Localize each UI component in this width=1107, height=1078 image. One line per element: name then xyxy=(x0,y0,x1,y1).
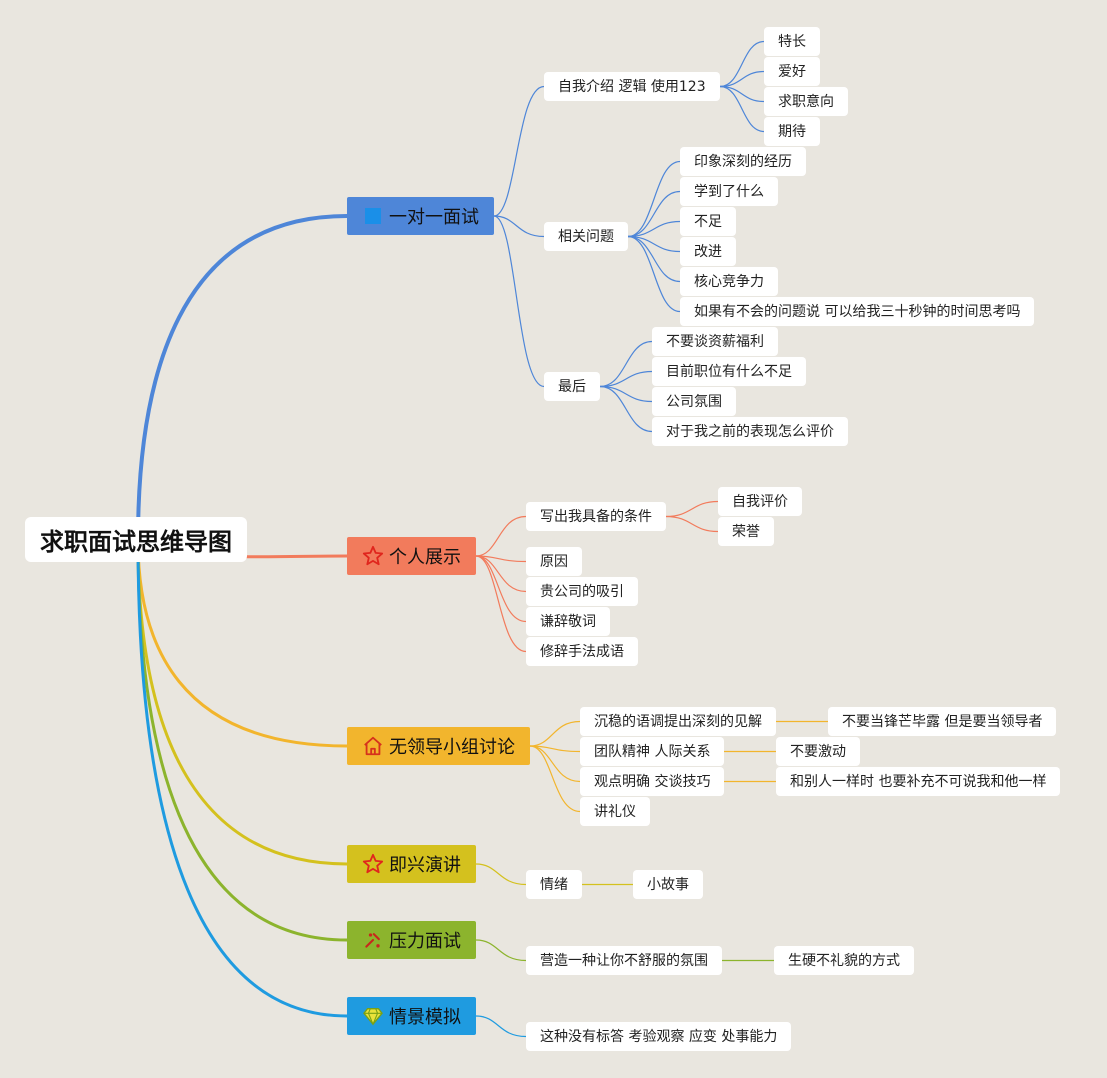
subtopic-connector xyxy=(719,85,765,133)
subtopic-connector xyxy=(599,370,653,388)
branch-impromptu-speech[interactable]: 即兴演讲 xyxy=(347,845,476,883)
branch-leaderless-group-discussion[interactable]: 无领导小组讨论 xyxy=(347,727,530,765)
branch-connector xyxy=(136,538,349,1018)
mindmap-root-title[interactable]: 求职面试思维导图 xyxy=(25,517,247,562)
branch-scenario-simulation[interactable]: 情景模拟 xyxy=(347,997,476,1035)
topic-uncomfortable-atmosphere[interactable]: 营造一种让你不舒服的氛围 xyxy=(526,945,722,975)
branch-connector xyxy=(136,214,349,542)
topic-connector xyxy=(529,720,581,747)
subtopic-connector xyxy=(719,40,765,88)
home-icon xyxy=(362,735,384,757)
subtopic-connector xyxy=(665,500,719,518)
topic-connector xyxy=(475,555,527,593)
topic-company-attraction[interactable]: 贵公司的吸引 xyxy=(526,576,638,606)
subtopic-company-atmosphere[interactable]: 公司氛围 xyxy=(652,386,736,416)
subtopic-dont-get-excited[interactable]: 不要激动 xyxy=(776,736,860,766)
topic-connector xyxy=(529,745,581,783)
subtopic-connector xyxy=(627,235,681,253)
subtopic-connector xyxy=(627,220,681,238)
subtopic-self-evaluation[interactable]: 自我评价 xyxy=(718,486,802,516)
branch-one-on-one-interview[interactable]: 一对一面试 xyxy=(347,197,494,235)
topic-polite-expressions[interactable]: 谦辞敬词 xyxy=(526,606,610,636)
subtopic-improvement[interactable]: 改进 xyxy=(680,236,736,266)
topic-etiquette[interactable]: 讲礼仪 xyxy=(580,796,650,826)
topic-connector xyxy=(475,863,527,886)
subtopic-hobbies[interactable]: 爱好 xyxy=(764,56,820,86)
subtopic-connector xyxy=(627,235,681,283)
topic-finally[interactable]: 最后 xyxy=(544,371,600,401)
topic-connector xyxy=(493,85,545,217)
subtopic-lessons-learned[interactable]: 学到了什么 xyxy=(680,176,778,206)
subtopic-rude-manner[interactable]: 生硬不礼貌的方式 xyxy=(774,945,914,975)
star-icon xyxy=(362,545,384,567)
branch-connector xyxy=(136,538,349,866)
subtopic-add-your-own-view[interactable]: 和别人一样时 也要补充不可说我和他一样 xyxy=(776,766,1061,796)
branch-label: 个人展示 xyxy=(389,547,461,568)
topic-emotion[interactable]: 情绪 xyxy=(526,869,582,899)
topic-self-introduction[interactable]: 自我介绍 逻辑 使用123 xyxy=(544,71,720,101)
subtopic-position-shortcomings[interactable]: 目前职位有什么不足 xyxy=(652,356,806,386)
subtopic-expectation[interactable]: 期待 xyxy=(764,116,820,146)
topic-connector xyxy=(475,515,527,557)
branch-label: 压力面试 xyxy=(389,931,461,952)
topic-connector xyxy=(529,745,581,813)
subtopic-no-salary-talk[interactable]: 不要谈资薪福利 xyxy=(652,326,778,356)
branch-label: 一对一面试 xyxy=(389,207,479,228)
subtopic-performance-evaluation[interactable]: 对于我之前的表现怎么评价 xyxy=(652,416,848,446)
topic-connector xyxy=(493,215,545,388)
branch-label: 无领导小组讨论 xyxy=(389,737,515,758)
subtopic-honors[interactable]: 荣誉 xyxy=(718,516,774,546)
topic-my-qualifications[interactable]: 写出我具备的条件 xyxy=(526,501,666,531)
tools-icon xyxy=(362,929,384,951)
subtopic-be-a-leader[interactable]: 不要当锋芒毕露 但是要当领导者 xyxy=(828,706,1057,736)
subtopic-connector xyxy=(665,515,719,533)
subtopic-connector xyxy=(599,385,653,433)
topic-connector xyxy=(475,555,527,653)
topic-team-spirit[interactable]: 团队精神 人际关系 xyxy=(580,736,725,766)
topic-calm-tone-insights[interactable]: 沉稳的语调提出深刻的见解 xyxy=(580,706,776,736)
topic-related-questions[interactable]: 相关问题 xyxy=(544,221,628,251)
subtopic-specialty[interactable]: 特长 xyxy=(764,26,820,56)
topic-rhetoric-idioms[interactable]: 修辞手法成语 xyxy=(526,636,638,666)
topic-connector xyxy=(475,939,527,962)
subtopic-ask-for-thinking-time[interactable]: 如果有不会的问题说 可以给我三十秒钟的时间思考吗 xyxy=(680,296,1035,326)
topic-clear-views[interactable]: 观点明确 交谈技巧 xyxy=(580,766,725,796)
subtopic-job-intention[interactable]: 求职意向 xyxy=(764,86,848,116)
star-icon xyxy=(362,853,384,875)
branch-label: 情景模拟 xyxy=(389,1007,461,1028)
subtopic-memorable-experience[interactable]: 印象深刻的经历 xyxy=(680,146,806,176)
subtopic-connector xyxy=(719,70,765,88)
subtopic-connector xyxy=(627,160,681,238)
topic-reason[interactable]: 原因 xyxy=(526,546,582,576)
subtopic-connector xyxy=(599,385,653,403)
branch-label: 即兴演讲 xyxy=(389,855,461,876)
topic-no-standard-answer[interactable]: 这种没有标答 考验观察 应变 处事能力 xyxy=(526,1021,792,1051)
branch-stress-interview[interactable]: 压力面试 xyxy=(347,921,476,959)
topic-connector xyxy=(493,215,545,238)
topic-connector xyxy=(475,1015,527,1038)
subtopic-short-story[interactable]: 小故事 xyxy=(633,869,703,899)
blue-square-icon xyxy=(362,205,384,227)
branch-personal-presentation[interactable]: 个人展示 xyxy=(347,537,476,575)
branch-connector xyxy=(136,538,349,748)
subtopic-connector xyxy=(627,235,681,313)
subtopic-connector xyxy=(599,340,653,388)
subtopic-connector xyxy=(627,190,681,238)
subtopic-weakness[interactable]: 不足 xyxy=(680,206,736,236)
subtopic-core-competence[interactable]: 核心竞争力 xyxy=(680,266,778,296)
diamond-icon xyxy=(362,1005,384,1027)
